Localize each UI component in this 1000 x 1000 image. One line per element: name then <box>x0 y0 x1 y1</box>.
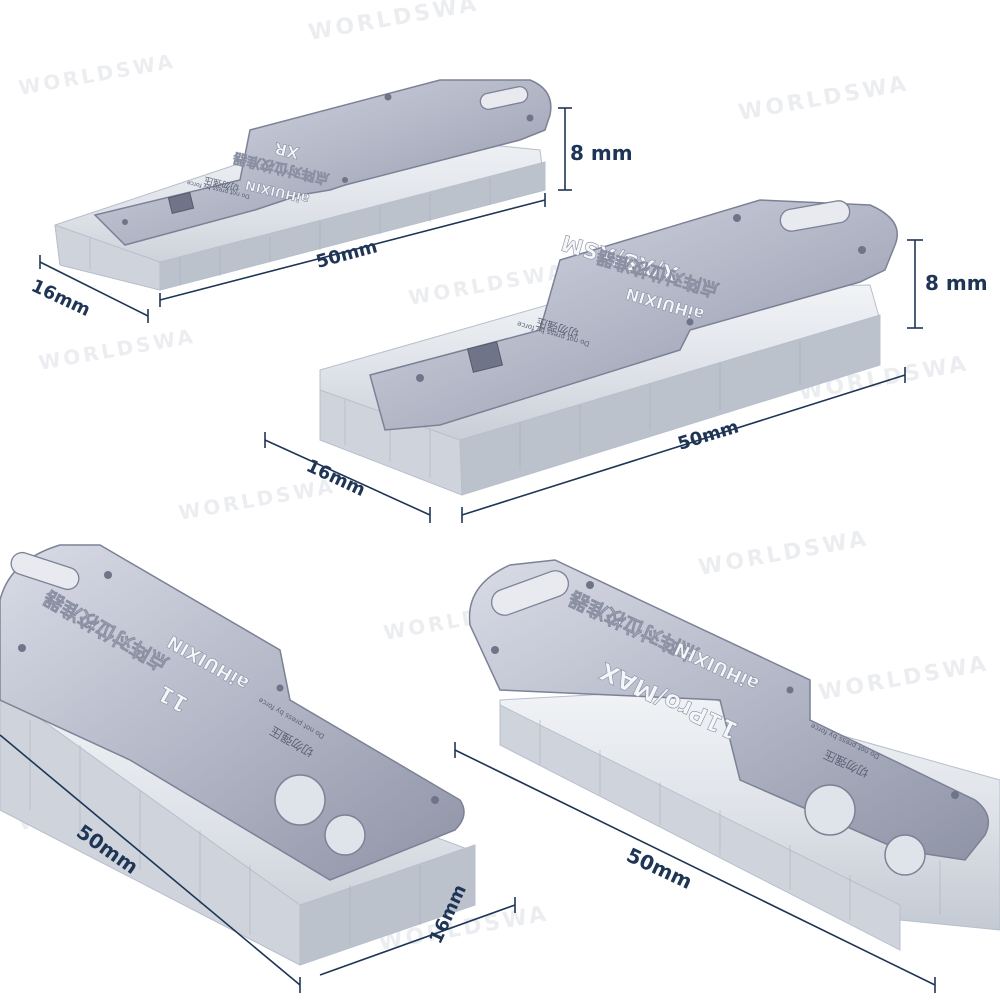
hanging-slot <box>10 551 80 591</box>
width-dim: 16mm <box>28 275 94 320</box>
watermark-9: WORLDSWA <box>177 474 338 525</box>
watermark-2: WORLDSWA <box>17 49 178 100</box>
product-11: 11 点阵对位校准器 aiHUIXIN 切勿强压 Do not press by… <box>0 544 516 993</box>
hanging-slot <box>779 200 851 232</box>
watermark-13: WORLDSWA <box>817 651 991 706</box>
hanging-slot <box>479 86 529 110</box>
watermark-1: WORLDSWA <box>307 0 481 46</box>
product-xr: XR 点阵对位校准器 aiHUIXIN 切勿强压 Do not press by… <box>28 79 633 323</box>
hanging-slot <box>490 570 570 616</box>
product-x-xs-xsm: X/XS/XSM 点阵对位校准器 aiHUIXIN 切勿强压 Do not pr… <box>264 199 988 523</box>
metal-plate <box>93 79 552 246</box>
watermark-7: WORLDSWA <box>37 324 198 375</box>
metal-plate <box>369 199 898 431</box>
watermark-10: WORLDSWA <box>697 526 871 581</box>
watermark-6: WORLDSWA <box>407 259 568 310</box>
watermark-3: WORLDSWA <box>737 71 911 126</box>
height-dim: 8 mm <box>570 141 633 165</box>
product-11pro-max: 11Pro/MAX 点阵对位校准器 aiHUIXIN 切勿强压 Do not p… <box>454 559 1000 993</box>
height-dim: 8 mm <box>925 271 988 295</box>
model-label: XR <box>273 139 301 163</box>
metal-plate <box>468 559 990 861</box>
